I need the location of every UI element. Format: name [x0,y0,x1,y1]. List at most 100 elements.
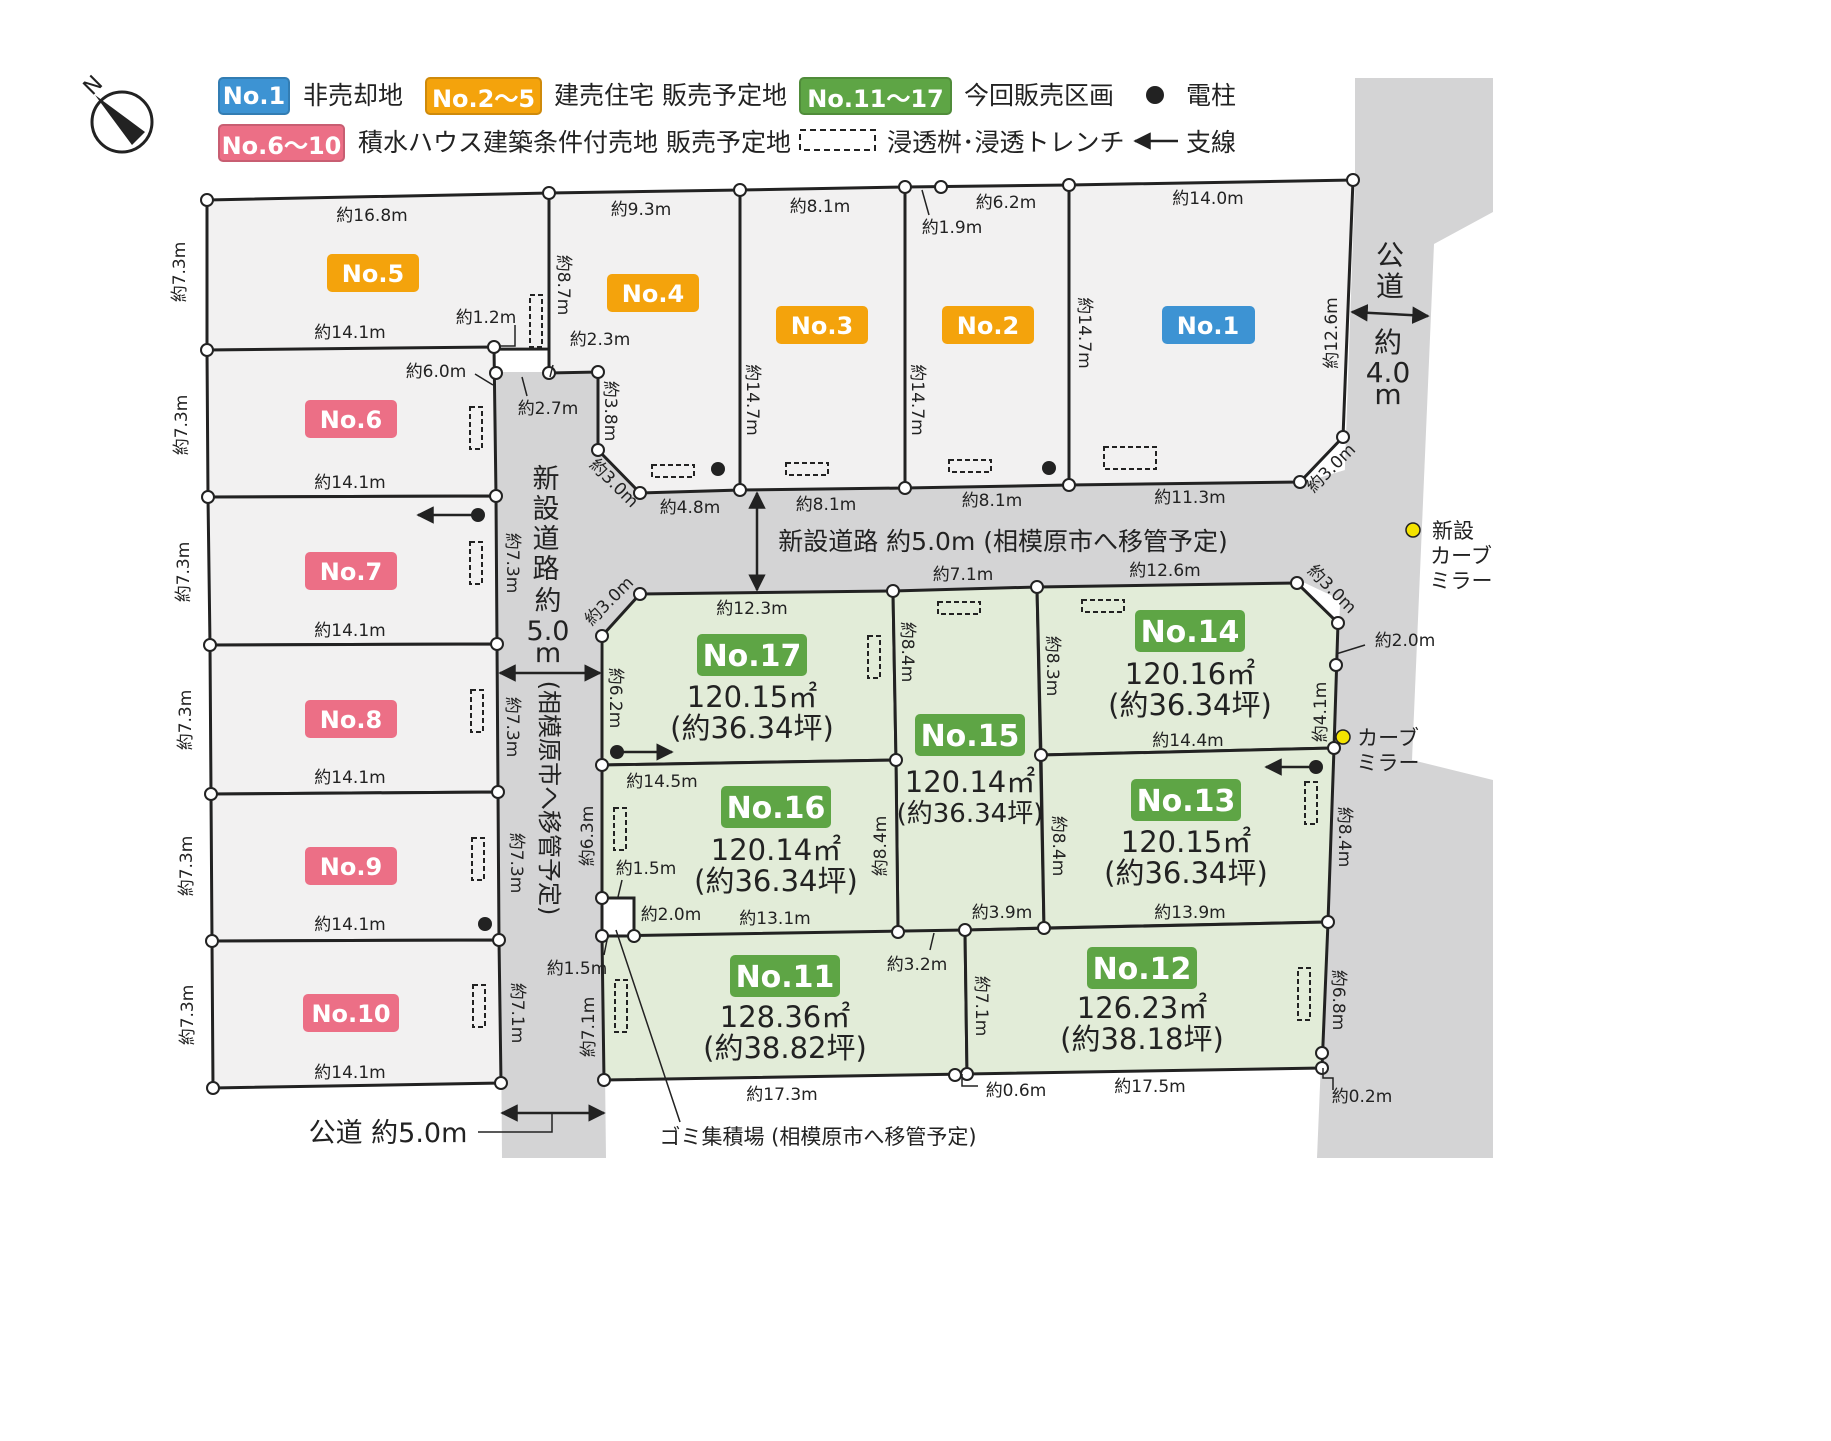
trench-icon [470,689,484,733]
dim-label: 約7.3m [502,533,522,594]
boundary-point [491,785,505,799]
leader-line [521,376,528,397]
leader-line [921,189,930,216]
dim-label: 約3.2m [887,955,948,975]
lot-no14-area [1035,581,1340,757]
dim-label: 約12.6m [1322,297,1342,368]
pole-icon [1042,461,1056,475]
dim-label: 約17.5m [1114,1077,1185,1097]
dim-label: 約7.3m [178,985,198,1046]
leader-line [478,1113,553,1133]
new-road-v-5: 約 [535,586,562,617]
road-right-width-3: m [1374,378,1401,411]
north-arrow-icon: N [79,71,154,154]
lot-no6-label: No.6 [320,406,382,434]
boundary-point [1034,748,1048,762]
dim-label: 約12.6m [1129,561,1200,581]
road-public-right [1317,78,1493,1158]
no11-area-m2: 128.36㎡ [720,1000,850,1034]
dim-label: 約6.0m [406,362,467,382]
trench-icon [785,462,829,476]
lot-no5-badge [327,254,419,292]
boundary-point [542,366,556,380]
trench-icon [1304,781,1318,825]
boundary-point [627,929,641,943]
public-road-bottom-label: 公道 約5.0m [309,1118,468,1149]
legend-badge-no2-5: No.2～5 [425,77,542,115]
lot-no14-badge [1135,610,1245,652]
new-mirror-2: カーブ [1430,544,1492,568]
legend-text-pole: 電柱 [1186,81,1237,110]
trench-icon [613,807,627,851]
road-right-char-2: 道 [1376,270,1404,303]
no17-area-tsubo: (約36.34坪) [670,711,834,745]
legend-text-trench: 浸透桝･浸透トレンチ [887,128,1125,157]
boundary-point [205,934,219,948]
leader-line [615,929,681,1123]
boundary-point [591,365,605,379]
dim-label: 約7.3m [172,395,192,456]
dim-label: 約1.2m [456,308,517,328]
boundary-point [898,180,912,194]
boundary-points [200,173,1360,1095]
lot-no11-badge [730,955,840,997]
leader-line [1335,644,1366,655]
legend-badge-no1: No.1 [218,77,290,115]
dim-label: 約14.0m [1172,189,1243,209]
lot-no4-label: No.4 [622,280,684,308]
mirror-2: ミラー [1357,751,1420,775]
dim-label: 約0.6m [986,1081,1047,1101]
dim-label: 約1.5m [547,959,608,979]
dim-label: 約7.1m [933,565,994,585]
new-road-v-6: 5.0 [527,616,570,647]
new-curve-mirror-icon [1405,522,1421,538]
boundary-point [733,483,747,497]
no16-area-tsubo: (約36.34坪) [694,864,858,898]
pole-icon [478,917,492,931]
new-road-v-7: m [535,638,561,669]
boundary-point [595,891,609,905]
mirror-1: カーブ [1357,726,1419,750]
dim-label: 約8.1m [796,495,857,515]
no17-area-m2: 120.15㎡ [687,680,817,714]
boundary-point [1037,921,1051,935]
boundary-point [204,787,218,801]
boundary-point [200,193,214,207]
north-label: N [79,71,108,100]
leader-line [549,364,554,378]
legend-text-no2-5: 建売住宅 販売予定地 [554,81,787,110]
leader-line [1322,1068,1334,1090]
no12-area-tsubo: (約38.18坪) [1060,1022,1224,1056]
new-road-horizontal-label: 新設道路 約5.0m (相模原市へ移管予定) [778,527,1228,556]
dim-label: 約7.3m [177,836,197,897]
lot-no8-label: No.8 [320,706,382,734]
road-right-width-1: 約 [1374,326,1402,359]
dim-label: 約4.8m [660,498,721,518]
legend-trench-icon [799,129,876,151]
branch-arrows [416,506,1310,776]
dim-label: 約3.9m [972,903,1033,923]
dim-label: 約3.8m [600,381,620,442]
dim-label: 約14.7m [907,364,927,435]
curve-mirror-icon [1335,729,1351,745]
lot-no15-badge [915,714,1025,756]
boundary-point [633,587,647,601]
dim-label: 約14.7m [1074,297,1094,368]
boundary-point [492,933,506,947]
lot-no14-label: No.14 [1141,615,1240,650]
dim-label: 約7.1m [971,976,991,1037]
boundary-point [203,638,217,652]
lot-no15-label: No.15 [921,719,1020,754]
leader-line [617,879,623,898]
pole-icon [1309,760,1323,774]
arrow-road-right [1350,304,1430,324]
trench-icon [948,459,992,473]
dim-label: 約17.3m [746,1085,817,1105]
dim-label: 約1.9m [922,218,983,238]
pole-icon [471,508,485,522]
dim-label: 約16.8m [336,206,407,226]
boundary-point [1030,580,1044,594]
road-width-arrows [498,304,1430,1122]
no11-area-tsubo: (約38.82坪) [703,1031,867,1065]
